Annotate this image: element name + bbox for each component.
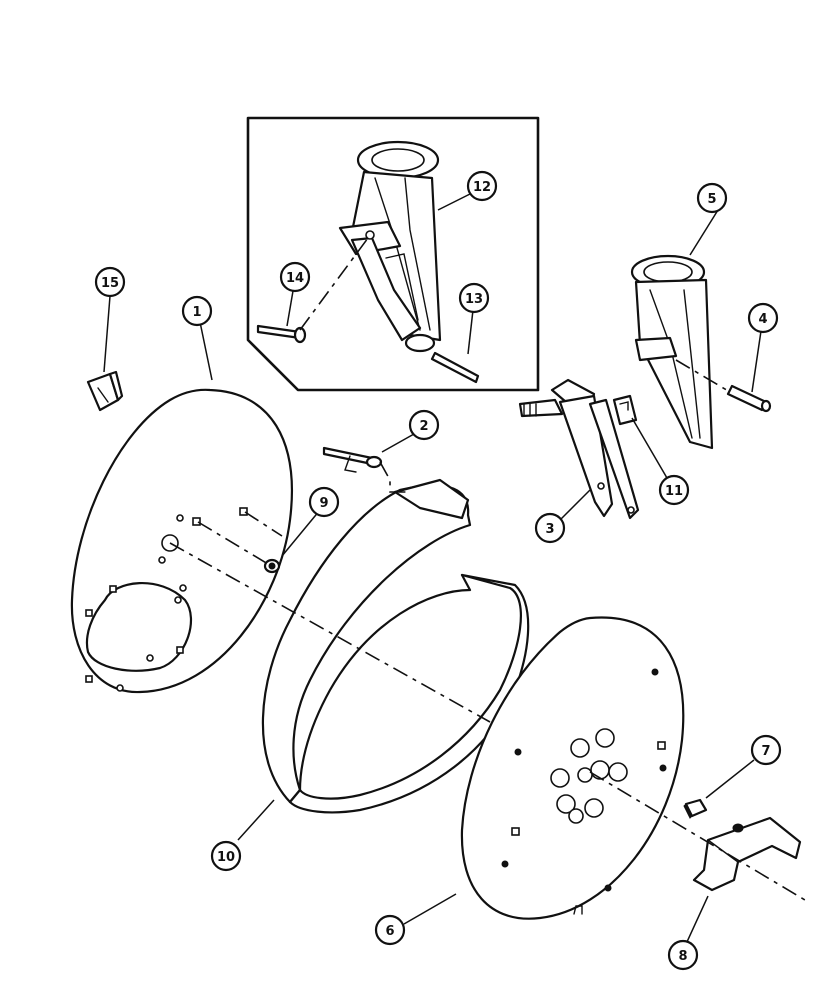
alignment-line-plate-holes xyxy=(197,521,269,565)
drum-band-part-10 xyxy=(261,478,530,814)
clip-part-11 xyxy=(612,394,638,426)
right-disc-plate-part-6 xyxy=(460,616,685,920)
nut-part-9 xyxy=(263,558,281,574)
svg-text:4: 4 xyxy=(758,312,767,327)
pin-part-4 xyxy=(726,384,772,413)
svg-text:2: 2 xyxy=(419,419,428,434)
svg-text:12: 12 xyxy=(473,180,491,195)
alignment-line-latch xyxy=(379,461,410,493)
svg-text:6: 6 xyxy=(385,924,394,939)
alignment-line-plate-holes-2 xyxy=(244,511,283,537)
svg-text:11: 11 xyxy=(665,484,683,499)
callout-2: 2 xyxy=(408,409,440,441)
handle-bracket-part-3 xyxy=(518,378,640,520)
alignment-line-main-axis xyxy=(169,542,491,723)
rod-part-13 xyxy=(430,351,480,384)
svg-text:10: 10 xyxy=(217,850,235,865)
callout-3: 3 xyxy=(534,512,566,544)
pin-part-14 xyxy=(256,324,307,344)
spout-assembly-part xyxy=(338,140,442,353)
spout-part-5 xyxy=(630,254,714,450)
svg-text:5: 5 xyxy=(707,192,716,207)
clip-part-15 xyxy=(86,370,124,412)
callout-7: 7 xyxy=(750,734,782,766)
callout-12: 12 xyxy=(466,170,498,202)
callout-11: 11 xyxy=(658,474,690,506)
alignment-line-pin-4 xyxy=(675,359,731,393)
block-part-7 xyxy=(683,798,708,819)
svg-text:8: 8 xyxy=(678,949,687,964)
left-disc-plate-part-1 xyxy=(70,388,293,694)
callout-4: 4 xyxy=(747,302,779,334)
svg-text:1: 1 xyxy=(192,305,201,320)
callout-6: 6 xyxy=(374,914,406,946)
callout-8: 8 xyxy=(667,939,699,971)
callout-15: 15 xyxy=(94,266,126,298)
alignment-line-inset xyxy=(299,237,369,331)
bracket-part-8 xyxy=(692,816,802,892)
callout-14: 14 xyxy=(279,261,311,293)
callout-5: 5 xyxy=(696,182,728,214)
callout-10: 10 xyxy=(210,840,242,872)
callout-9: 9 xyxy=(308,486,340,518)
svg-text:13: 13 xyxy=(465,292,483,307)
alignment-line-axis-to-bracket xyxy=(589,771,806,901)
latch-part-2 xyxy=(322,446,383,473)
svg-text:9: 9 xyxy=(319,496,328,511)
svg-text:3: 3 xyxy=(545,522,554,537)
callout-1: 1 xyxy=(181,295,213,327)
svg-text:14: 14 xyxy=(286,271,304,286)
callout-13: 13 xyxy=(458,282,490,314)
svg-text:15: 15 xyxy=(101,276,119,291)
svg-text:7: 7 xyxy=(761,744,770,759)
